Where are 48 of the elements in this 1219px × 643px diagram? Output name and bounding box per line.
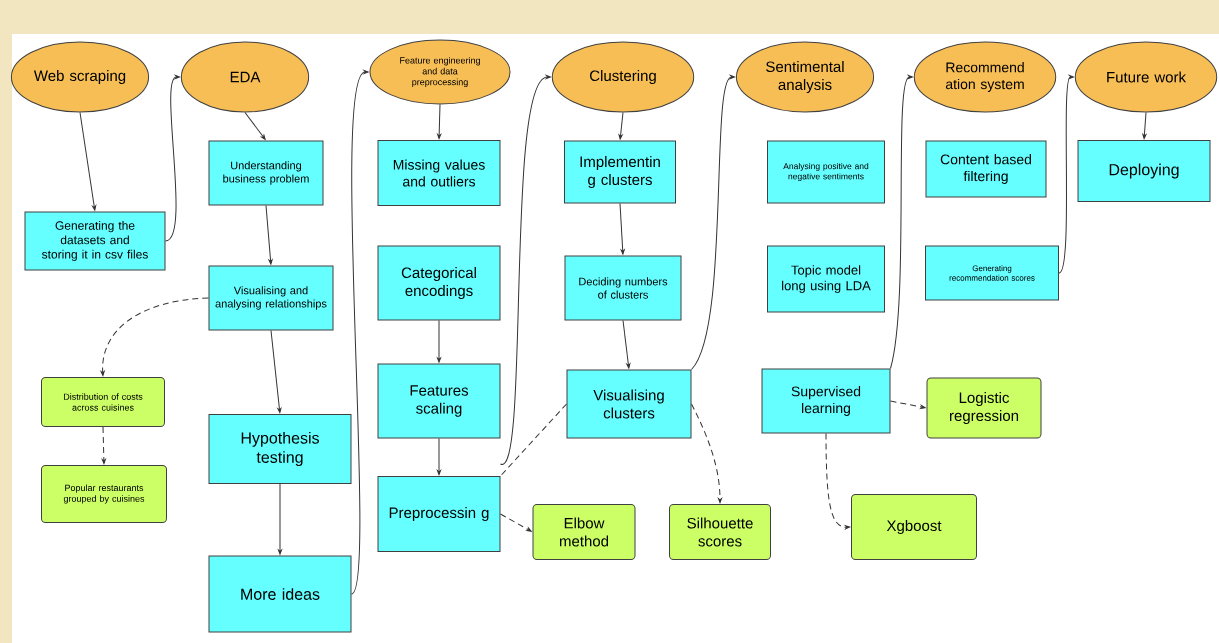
task-box: Supervised learning: [761, 368, 891, 434]
arrow: [270, 330, 282, 414]
arrow: [622, 320, 631, 369]
method-box: Elbow method: [532, 504, 636, 560]
arrow: [244, 112, 266, 140]
arrow: [165, 75, 180, 242]
arrow: [500, 513, 532, 532]
task-box: Generating recommendation scores: [925, 245, 1059, 301]
task-box: Deploying: [1077, 140, 1211, 202]
task-box: Categorical encodings: [377, 245, 501, 321]
method-box: Xgboost: [851, 494, 977, 560]
arrow: [500, 75, 551, 465]
method-box: Popular restaurants grouped by cuisines: [41, 465, 167, 523]
arrow: [351, 70, 369, 595]
task-box: Generating the datasets and storing it in csv files: [24, 211, 166, 271]
arrow: [101, 426, 106, 465]
task-box: Deciding numbers of clusters: [564, 255, 682, 321]
task-box: Understanding business problem: [208, 140, 324, 206]
arrow: [437, 320, 441, 363]
task-box: Topic model long using LDA: [767, 245, 885, 313]
task-box: Content based filtering: [925, 140, 1047, 198]
task-box: More ideas: [208, 555, 352, 633]
method-box: Logistic regression: [926, 377, 1042, 439]
arrow: [265, 205, 273, 265]
task-box: Visualising clusters: [566, 369, 692, 439]
arrow: [619, 203, 625, 255]
arrow: [79, 112, 97, 211]
arrow: [1058, 75, 1074, 274]
arrow: [691, 75, 735, 370]
arrow: [1142, 112, 1147, 140]
arrow: [890, 75, 913, 369]
arrow: [618, 112, 624, 140]
task-box: Missing values and outliers: [377, 140, 501, 206]
method-box: Distribution of costs across cuisines: [41, 377, 165, 427]
method-box: Silhouette scores: [669, 504, 771, 560]
task-box: Implementin g clusters: [564, 140, 676, 204]
arrow: [825, 433, 851, 530]
arrow: [691, 403, 722, 504]
arrow: [278, 483, 282, 555]
arrow: [890, 400, 926, 409]
task-box: Analysing positive and negative sentiments: [767, 140, 885, 204]
task-box: Preprocessin g: [377, 476, 501, 552]
arrow: [437, 438, 441, 476]
task-box: Hypothesis testing: [208, 414, 352, 484]
arrow: [100, 297, 209, 377]
task-box: Features scaling: [377, 363, 501, 439]
arrow: [437, 104, 442, 140]
task-box: Visualising and analysing relationships: [208, 265, 334, 331]
